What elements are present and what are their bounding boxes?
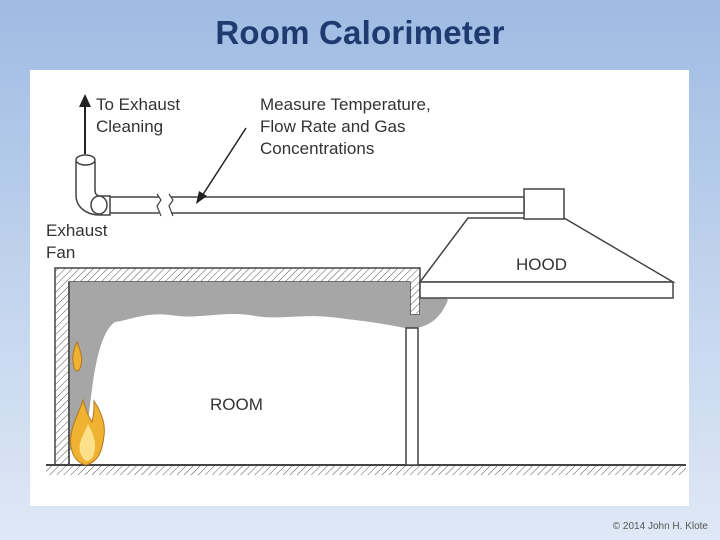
exhaust-arrow	[79, 94, 91, 154]
to-exhaust-label: To Exhaust Cleaning	[96, 95, 181, 136]
exhaust-duct	[99, 193, 525, 217]
slide-title: Room Calorimeter	[215, 14, 505, 51]
room-label: ROOM	[210, 395, 263, 414]
hood	[418, 188, 676, 299]
measure-label: Measure Temperature, Flow Rate and Gas C…	[260, 95, 431, 158]
exhaust-fan	[75, 154, 111, 216]
diagram-panel: To Exhaust Cleaning Measure Temperature,…	[30, 70, 689, 506]
copyright-notice: © 2014 John H. Klote	[612, 521, 708, 532]
exhaust-fan-label: Exhaust Fan	[46, 221, 108, 262]
room-calorimeter-diagram	[46, 94, 686, 475]
smoke-layer	[69, 282, 448, 450]
doorway-jamb	[405, 327, 419, 466]
fire-icon	[70, 340, 105, 466]
ground	[46, 464, 686, 475]
hood-label: HOOD	[516, 255, 567, 274]
measure-pointer-arrow	[196, 127, 247, 204]
